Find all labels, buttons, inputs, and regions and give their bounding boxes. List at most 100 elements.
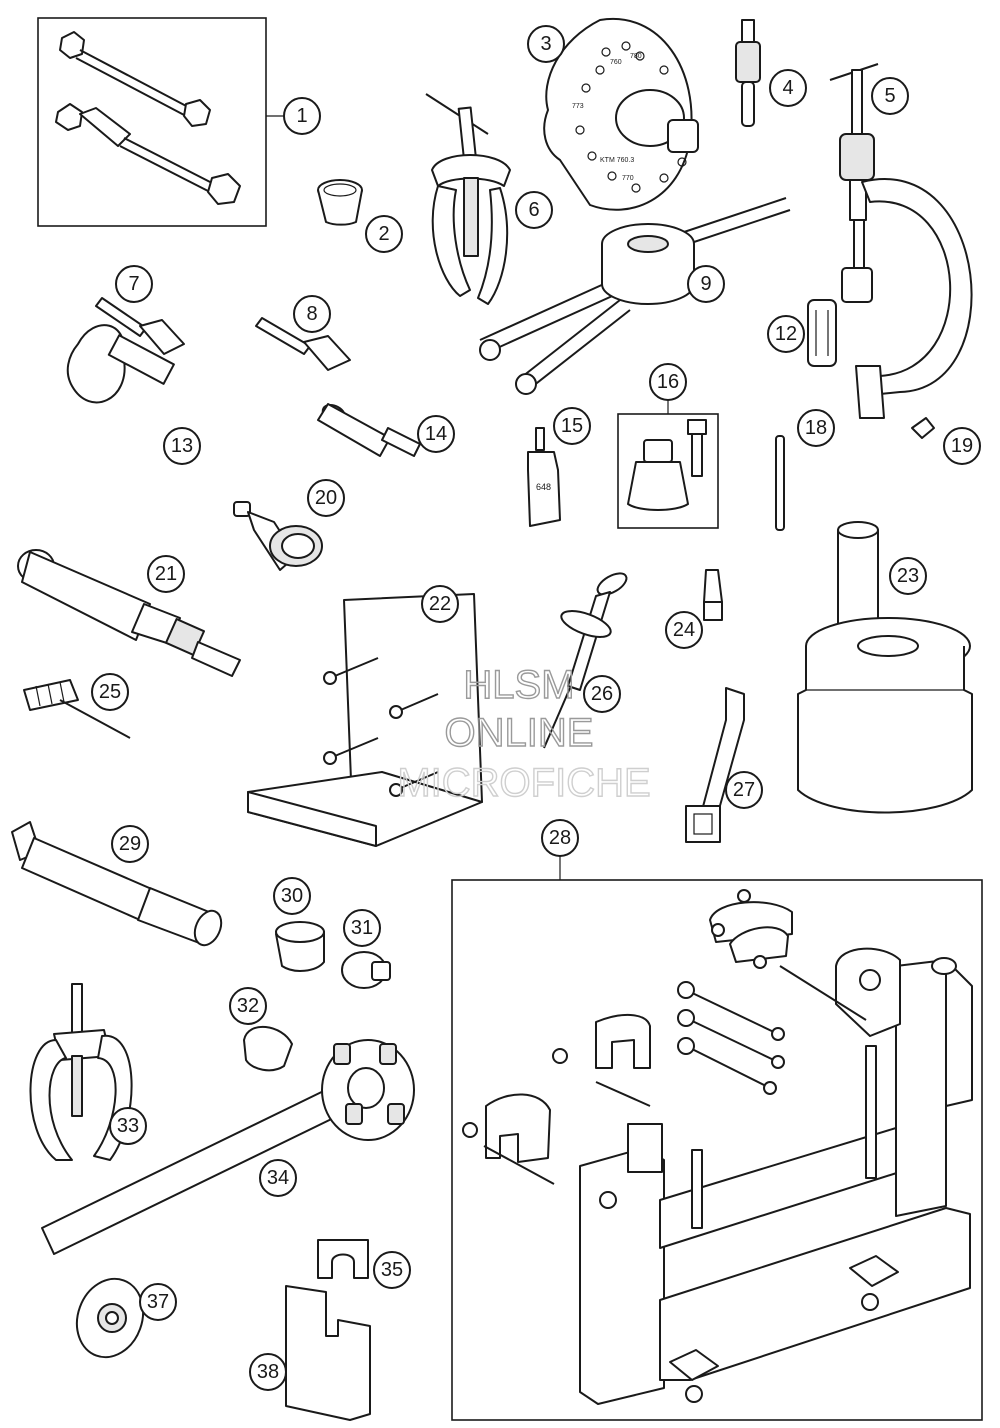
part-30-rod xyxy=(775,435,785,531)
svg-text:12: 12 xyxy=(775,323,797,345)
svg-text:9: 9 xyxy=(700,273,711,295)
callout-28: 9 xyxy=(687,265,725,303)
svg-text:21: 21 xyxy=(155,563,177,585)
svg-text:38: 38 xyxy=(257,1361,279,1383)
svg-text:19: 19 xyxy=(951,435,973,457)
callout-16: 30 xyxy=(273,877,311,915)
callout-22: 4 xyxy=(769,69,807,107)
svg-text:35: 35 xyxy=(381,1259,403,1281)
part-13-knob-tool xyxy=(66,324,175,404)
part-16-sleeve xyxy=(275,921,325,972)
part-6-ring xyxy=(317,179,363,226)
svg-text:1: 1 xyxy=(296,105,307,127)
svg-text:27: 27 xyxy=(733,779,755,801)
part-1-press-fixture xyxy=(797,521,973,814)
callout-4: 1 xyxy=(283,97,321,135)
part-22-extractor xyxy=(735,19,761,127)
svg-text:25: 25 xyxy=(99,681,121,703)
svg-text:34: 34 xyxy=(267,1167,289,1189)
callout-13: 13 xyxy=(163,427,201,465)
svg-text:28: 28 xyxy=(549,827,571,849)
svg-text:30: 30 xyxy=(281,885,303,907)
part-3-hex-key xyxy=(23,679,131,739)
callout-15: 32 xyxy=(229,987,267,1025)
callout-7: 7 xyxy=(115,265,153,303)
part-15-cup xyxy=(243,1025,293,1072)
callout-18: 31 xyxy=(343,909,381,947)
callout-37: 35 xyxy=(373,1251,411,1289)
part-28-holder xyxy=(479,197,791,395)
svg-text:33: 33 xyxy=(117,1115,139,1137)
svg-text:18: 18 xyxy=(805,417,827,439)
callout-38: 38 xyxy=(249,1353,287,1391)
plate-mark-760: 760 xyxy=(610,59,622,66)
watermark-line-2: ONLINE xyxy=(445,711,594,755)
callout-27: 33 xyxy=(109,1107,147,1145)
svg-text:23: 23 xyxy=(897,565,919,587)
svg-text:5: 5 xyxy=(884,85,895,107)
svg-text:26: 26 xyxy=(591,683,613,705)
part-2-kit xyxy=(617,398,719,529)
plate-mark-780: 780 xyxy=(630,53,642,60)
svg-text:2: 2 xyxy=(378,223,389,245)
svg-text:24: 24 xyxy=(673,619,695,641)
part-9-cover xyxy=(75,1277,145,1359)
part-26-socket xyxy=(11,821,223,947)
callout-6: 2 xyxy=(365,215,403,253)
callout-1: 23 xyxy=(889,557,927,595)
part-29-valve-spring-compressor xyxy=(829,63,973,419)
part-31-pin xyxy=(911,417,935,439)
svg-text:15: 15 xyxy=(561,415,583,437)
callout-21: 6 xyxy=(515,191,553,229)
callout-26: 29 xyxy=(111,825,149,863)
svg-text:13: 13 xyxy=(171,435,193,457)
part-35-syringe xyxy=(543,572,628,749)
svg-text:37: 37 xyxy=(147,1291,169,1313)
svg-text:3: 3 xyxy=(540,33,551,55)
part-5-wrench xyxy=(685,687,745,843)
part-12-bracket xyxy=(247,593,483,847)
bracket-bolts xyxy=(323,657,439,797)
svg-text:16: 16 xyxy=(657,371,679,393)
callout-33: 24 xyxy=(665,611,703,649)
part-4-bolt-set xyxy=(37,17,284,227)
callout-19: 34 xyxy=(259,1159,297,1197)
svg-text:7: 7 xyxy=(128,273,139,295)
plate-mark-770: 770 xyxy=(622,175,634,182)
callout-8: 21 xyxy=(147,555,185,593)
callout-25: 20 xyxy=(307,479,345,517)
callout-23: 28 xyxy=(541,819,579,857)
bottle-mark-648: 648 xyxy=(536,482,551,492)
watermark-line-1: HLSM xyxy=(463,663,574,707)
plate-mark-ktm: KTM 760.3 xyxy=(600,157,634,164)
svg-text:8: 8 xyxy=(306,303,317,325)
svg-text:4: 4 xyxy=(782,77,793,99)
callout-2: 16 xyxy=(649,363,687,401)
callout-30: 18 xyxy=(797,409,835,447)
svg-text:6: 6 xyxy=(528,199,539,221)
callout-24: 8 xyxy=(293,295,331,333)
part-34-threadlocker: 648 xyxy=(527,427,561,527)
part-18-adaptor xyxy=(341,951,391,989)
callout-14: 12 xyxy=(767,315,805,353)
callout-9: 37 xyxy=(139,1283,177,1321)
plate-mark-773: 773 xyxy=(572,103,584,110)
callout-35: 26 xyxy=(583,675,621,713)
part-14-sleeve xyxy=(807,299,837,367)
callout-5: 27 xyxy=(725,771,763,809)
svg-text:32: 32 xyxy=(237,995,259,1017)
plate-holes xyxy=(575,41,687,193)
part-33-tap xyxy=(703,569,723,621)
part-32-holding-plate: 760 780 773 KTM 760.3 770 xyxy=(543,17,699,211)
part-37-shim xyxy=(317,1239,369,1279)
part-20-drift xyxy=(317,403,421,457)
part-7-pin xyxy=(95,297,185,355)
part-38-plate xyxy=(285,1285,371,1421)
svg-text:14: 14 xyxy=(425,423,447,445)
watermark: HLSM ONLINE MICROFICHE xyxy=(397,662,652,805)
watermark-line-3: MICROFICHE xyxy=(397,761,650,805)
callout-34: 15 xyxy=(553,407,591,445)
callout-12: 22 xyxy=(421,585,459,623)
callout-31: 19 xyxy=(943,427,981,465)
